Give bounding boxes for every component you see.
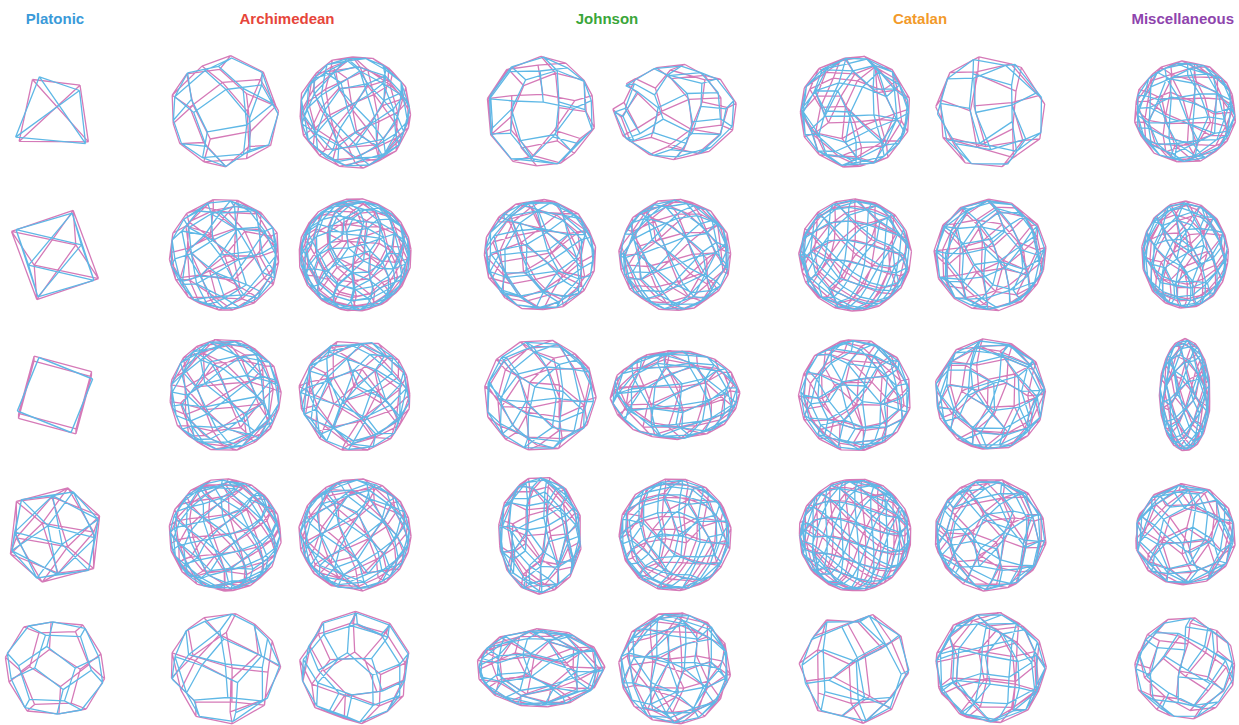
polyhedron-wireframe (1159, 338, 1209, 450)
polyhedron-wireframe (172, 614, 280, 721)
polyhedron-wireframe (300, 57, 411, 168)
polyhedron-wireframe (1136, 484, 1235, 585)
polyhedron-wireframe (171, 201, 276, 309)
polyhedron-wireframe (172, 342, 279, 450)
polyhedron-wireframe (16, 213, 94, 297)
polyhedron-wireframe (938, 60, 1042, 164)
category-heading: Johnson (576, 10, 639, 27)
polyhedron-wireframe (300, 611, 409, 723)
category-heading: Platonic (26, 10, 84, 27)
polyhedron-wireframe (301, 200, 410, 309)
polyhedron-wireframe (615, 66, 734, 157)
polyhedron-wireframe (301, 343, 410, 450)
polyhedron-wireframe (170, 340, 281, 451)
polyhedron-wireframe (936, 615, 1045, 722)
polyhedron-wireframe (479, 630, 603, 705)
polyhedron-wireframe (936, 341, 1044, 449)
polyhedron-wireframe (486, 202, 594, 308)
polyhedron-wireframe (619, 613, 731, 724)
polyhedron-wireframe (937, 482, 1045, 590)
polyhedron-wireframe (1142, 201, 1229, 308)
polyhedron-wireframe (1136, 618, 1233, 716)
polyhedron-wireframe (12, 492, 98, 578)
polyhedron-wireframe (1143, 203, 1227, 307)
polyhedron-wireframe (299, 199, 411, 311)
polyhedron-wireframe (169, 479, 281, 591)
polyhedron-wireframe (10, 488, 99, 582)
polyhedron-wireframe (619, 479, 731, 591)
polyhedron-wireframe (170, 480, 280, 589)
polyhedron-wireframe (169, 200, 278, 310)
polyhedron-wireframe (799, 199, 912, 311)
polyhedron-wireframe (172, 614, 281, 724)
polyhedron-wireframe (299, 479, 411, 591)
polyhedron-wireframe (936, 57, 1045, 167)
polyhedron-wireframe (620, 200, 728, 309)
polyhedron-wireframe (490, 57, 592, 164)
polyhedron-wireframe (5, 622, 104, 714)
polyhedron-wireframe (173, 58, 278, 167)
polyhedron-wireframe (934, 199, 1046, 310)
polyhedron-wireframe (499, 478, 581, 595)
polyhedron-wireframe (936, 201, 1045, 310)
polyhedron-wireframe (802, 58, 909, 165)
polyhedron-wireframe (936, 613, 1046, 723)
polyhedron-wireframe (172, 56, 278, 167)
polyhedron-wireframe (1135, 61, 1236, 162)
polyhedron-wireframe (1138, 63, 1235, 161)
polyhedron-wireframe (798, 340, 910, 450)
polyhedron-wireframe (801, 341, 909, 450)
polyhedron-wireframe (1160, 340, 1209, 449)
polyhedron-wireframe (802, 616, 909, 721)
polyhedron-wireframe (488, 342, 594, 448)
category-heading: Archimedean (239, 10, 334, 27)
polyhedron-wireframe (936, 339, 1046, 449)
polyhedron-wireframe (12, 210, 99, 299)
polyhedron-wireframe (936, 480, 1047, 591)
polyhedron-wireframe (799, 479, 910, 590)
polyhedron-wireframe (7, 622, 102, 714)
polyhedron-wireframe (487, 56, 594, 166)
polyhedron-wireframe (800, 481, 910, 589)
polyhedron-wireframe (799, 615, 908, 724)
polyhedron-wireframe (485, 340, 597, 450)
polyhedron-wireframe (19, 356, 92, 434)
category-heading: Catalan (893, 10, 947, 27)
polyhedron-wireframe (613, 351, 737, 438)
polyhedron-wireframe (484, 200, 595, 310)
polyhedron-wireframe (299, 342, 410, 450)
polyhedron-wireframe (17, 357, 92, 432)
polyhedron-wireframe (620, 481, 728, 589)
polyhedron-wireframe (301, 59, 409, 166)
polyhedron-wireframe (478, 629, 606, 707)
polyhedron-wireframe (1137, 485, 1233, 583)
polyhedron-wireframe (300, 480, 409, 588)
polyhedron-wireframe (621, 615, 727, 723)
polyhedron-wireframe (1135, 618, 1235, 719)
category-heading: Miscellaneous (1131, 10, 1234, 27)
polyhedron-wireframe (800, 56, 909, 167)
polyhedron-wireframe (500, 478, 580, 593)
polyhedron-wireframe (619, 199, 731, 310)
polyhedron-wireframe (800, 201, 909, 310)
polyhedron-wireframe (302, 613, 408, 722)
polyhedron-wireframe (16, 77, 86, 144)
polyhedron-wireframe (610, 351, 740, 440)
polyhedron-wireframe (613, 65, 736, 160)
